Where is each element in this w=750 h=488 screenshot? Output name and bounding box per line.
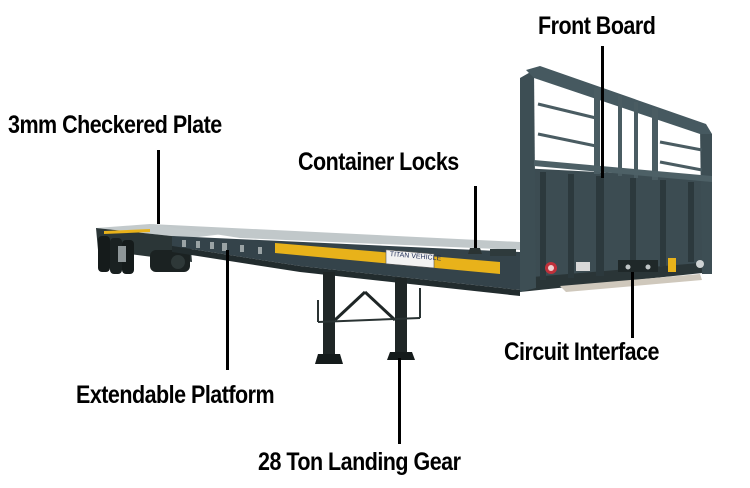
leader-circuit-interface	[631, 272, 634, 338]
leader-front-board	[601, 46, 604, 178]
label-checkered-plate: 3mm Checkered Plate	[8, 111, 222, 139]
leader-container-locks	[474, 186, 477, 248]
leader-landing-gear	[398, 358, 401, 444]
label-front-board: Front Board	[538, 12, 656, 40]
rear-axle-group	[96, 224, 240, 274]
label-landing-gear: 28 Ton Landing Gear	[258, 448, 461, 476]
landing-gear-legs	[315, 272, 421, 364]
front-board-frame	[520, 66, 712, 292]
container-lock	[468, 248, 516, 256]
label-circuit-interface: Circuit Interface	[504, 338, 659, 366]
label-container-locks: Container Locks	[298, 148, 459, 176]
leader-checkered-plate	[157, 150, 160, 224]
main-beam	[150, 224, 520, 296]
label-extendable-platform: Extendable Platform	[76, 381, 275, 409]
leader-extendable-platform	[226, 250, 229, 370]
